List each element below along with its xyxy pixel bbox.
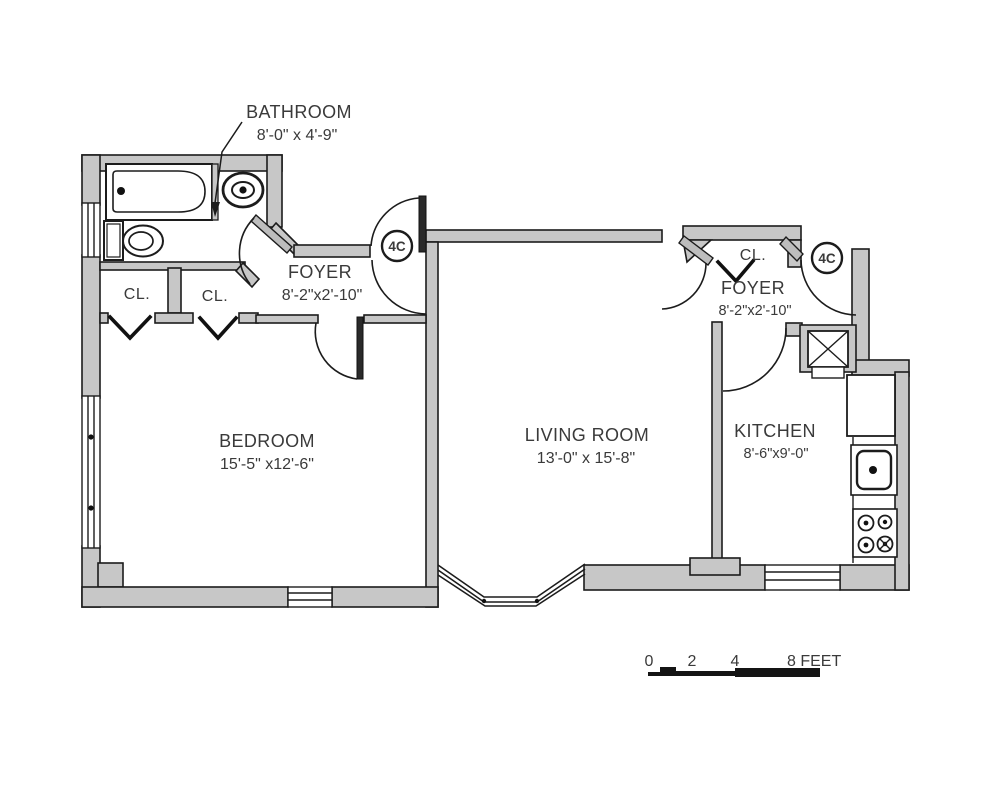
wall-segment	[234, 261, 261, 289]
bedroom-name: BEDROOM	[219, 431, 315, 451]
wall-segment	[97, 562, 124, 588]
bathroom-fixtures	[103, 163, 265, 261]
labels: BATHROOM 8'-0" x 4'-9" FOYER 8'-2"x2'-10…	[124, 102, 844, 473]
bay-window	[437, 563, 586, 607]
foyer-right-dims: 8'-2"x2'-10"	[718, 303, 791, 319]
wall-segment	[266, 154, 283, 228]
wall-segment	[689, 557, 741, 576]
windows	[81, 202, 841, 608]
closet-label-right: CL.	[740, 247, 766, 264]
refrigerator	[846, 374, 896, 437]
sink-drain	[239, 186, 247, 194]
wall-segment	[99, 312, 109, 324]
entry-door-leaf-left	[418, 195, 427, 253]
scale-tick-2: 2	[688, 653, 697, 670]
wall-segment	[81, 586, 289, 608]
wall-segment	[238, 312, 259, 324]
bathroom-sink	[221, 171, 265, 209]
wall-segment	[154, 312, 194, 324]
tub-drain	[117, 187, 125, 195]
scale-bar-segment	[660, 667, 676, 676]
wall-segment	[81, 254, 101, 399]
scale-tick-0: 0	[645, 653, 654, 670]
bedroom-door-leaf	[356, 316, 364, 380]
bedroom-side-window	[81, 395, 101, 549]
closet-door-chevron	[197, 315, 239, 341]
tub-side-wall	[211, 163, 219, 221]
living-room-name: LIVING ROOM	[525, 425, 649, 445]
bathroom-window	[81, 202, 101, 258]
scale-bar-segment	[735, 668, 820, 677]
shaft-ledge	[811, 366, 845, 379]
wall-segment	[711, 321, 723, 566]
kitchen-sink	[850, 444, 898, 496]
wall-segment	[425, 241, 439, 608]
scale-bar-segment	[648, 672, 660, 676]
kitchen-door-arc	[722, 327, 787, 392]
unit-label-right-text: 4C	[818, 251, 836, 266]
unit-label-right: 4C	[810, 241, 844, 275]
unit-label-left: 4C	[380, 229, 414, 263]
foyer-right-name: FOYER	[721, 278, 785, 298]
stove	[852, 508, 898, 558]
bathroom-leader-arrow	[211, 202, 220, 217]
living-foyer-door-leaf	[678, 235, 714, 266]
living-room-dims: 13'-0" x 15'-8"	[537, 450, 635, 467]
closet-door-chevron	[715, 258, 756, 284]
bathroom-name: BATHROOM	[246, 102, 352, 122]
closet-door-chevron	[107, 314, 153, 341]
bathroom-dims: 8'-0" x 4'-9"	[257, 127, 338, 144]
wall-segment	[293, 244, 371, 258]
kitchen-south-window	[764, 564, 841, 591]
kitchen-dims: 8'-6"x9'-0"	[744, 446, 809, 462]
bedroom-dims: 15'-5" x12'-6"	[220, 456, 314, 473]
wall-segment	[682, 225, 802, 241]
bedroom-door-arc	[314, 322, 358, 380]
wall-segment	[331, 586, 439, 608]
scale-tick-8: 8 FEET	[787, 653, 841, 670]
entry-door-leaf-right	[779, 235, 804, 263]
entry-door-arc-right	[800, 259, 857, 316]
walls	[81, 154, 910, 608]
shaft-x-box	[799, 324, 857, 379]
wall-segment	[255, 314, 319, 324]
scale-tick-4: 4	[731, 653, 740, 670]
living-foyer-door-arc	[661, 262, 707, 310]
foyer-left-dims: 8'-2"x2'-10"	[282, 287, 363, 304]
sink-drain	[869, 466, 877, 474]
closet-label-1: CL.	[124, 286, 150, 303]
scale-bar: 0 2 4 8 FEET	[645, 653, 841, 677]
bathroom-leader-line	[214, 121, 243, 204]
bay-joint-dot	[481, 598, 487, 604]
kitchen-name: KITCHEN	[734, 421, 816, 441]
bathroom-label-group: BATHROOM 8'-0" x 4'-9"	[211, 102, 352, 217]
shaft-x-line	[807, 330, 849, 368]
doors	[107, 195, 857, 392]
foyer-living-door-arc	[371, 259, 427, 315]
foyer-left-name: FOYER	[288, 262, 352, 282]
bedroom-south-window	[287, 586, 333, 608]
bathtub	[105, 163, 219, 221]
wall-segment	[425, 229, 663, 243]
bay-joint-dot	[534, 598, 540, 604]
bathroom-door-arc	[238, 217, 255, 285]
window-dot	[88, 434, 94, 440]
wall-segment	[81, 154, 101, 206]
wall-segment	[363, 314, 427, 324]
window-dot	[88, 505, 94, 511]
toilet	[103, 220, 164, 261]
entry-door-arc-left	[370, 197, 420, 247]
scale-bar-segment	[676, 671, 735, 676]
wall-segment	[167, 267, 182, 314]
unit-label-left-text: 4C	[388, 239, 406, 254]
kitchen-fixtures	[846, 374, 898, 563]
closet-label-2: CL.	[202, 288, 228, 305]
